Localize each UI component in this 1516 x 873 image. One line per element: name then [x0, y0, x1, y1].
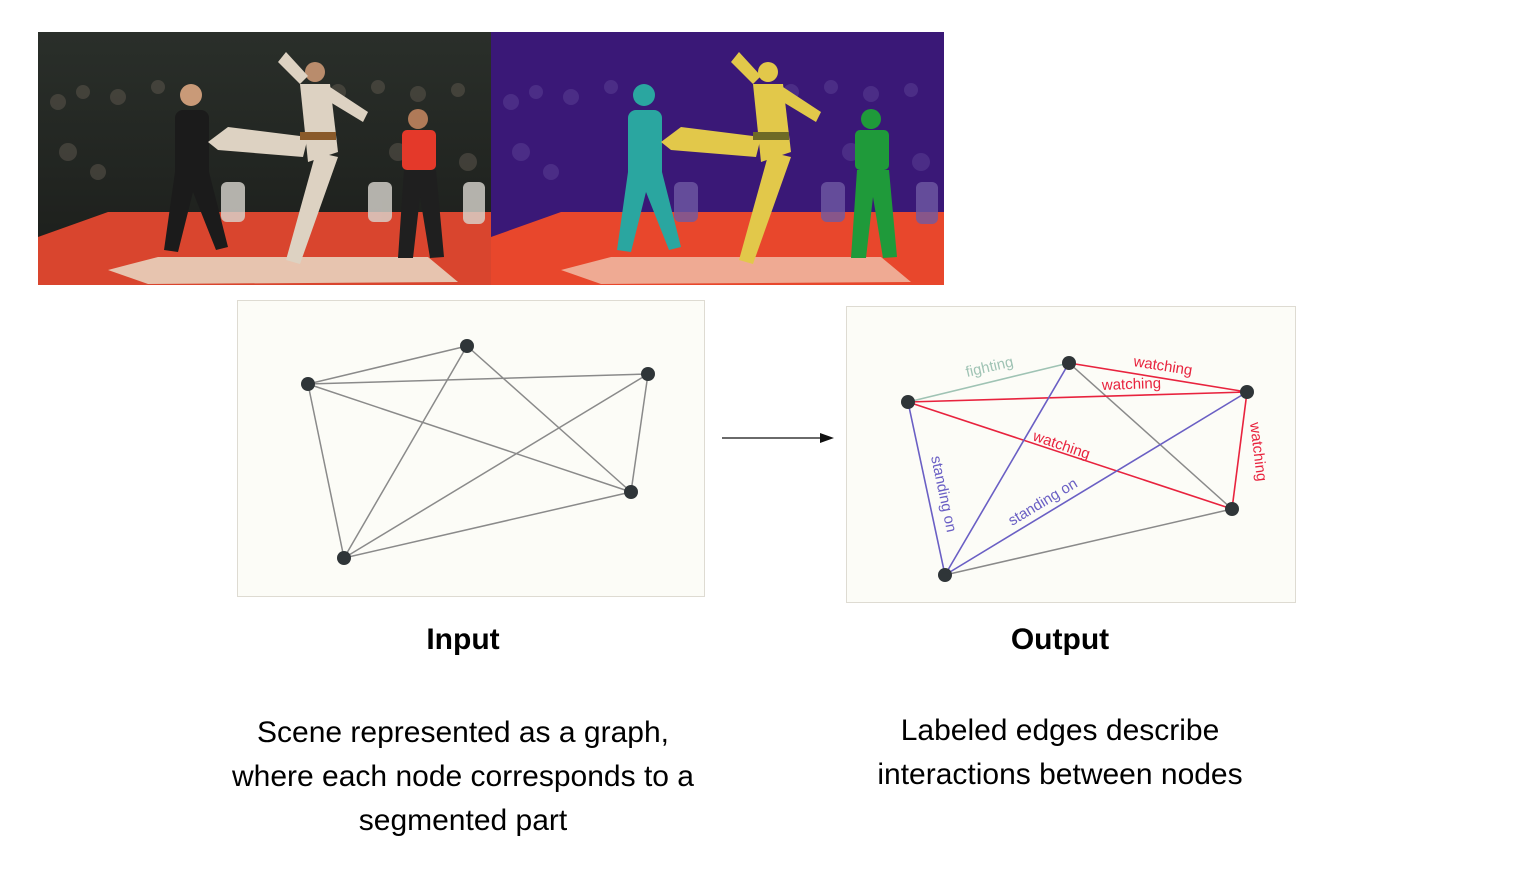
- graph-node: [1225, 502, 1239, 516]
- graph-node: [901, 395, 915, 409]
- edge-label-watching: watching: [1246, 420, 1270, 482]
- graph-edge: [307, 383, 632, 493]
- graph-edge: [343, 345, 468, 559]
- description-line: interactions between nodes: [877, 758, 1243, 791]
- segmented-scene-photo: [491, 32, 944, 285]
- description-line: segmented part: [358, 804, 568, 837]
- standing-on-edge: [944, 391, 1248, 576]
- edge-label-fighting: fighting: [964, 353, 1015, 380]
- input-graph-panel: [237, 300, 705, 597]
- graph-edge: [307, 383, 345, 559]
- graph-edge: [307, 345, 468, 385]
- output-graph-panel: fighting watching watching watching watc…: [846, 306, 1296, 603]
- graph-edge: [343, 373, 649, 559]
- input-title: Input: [426, 623, 500, 656]
- standing-on-edge: [907, 401, 946, 576]
- graph-edge: [343, 491, 632, 559]
- graph-edge: [944, 508, 1233, 576]
- right-arrow-icon: [722, 433, 834, 443]
- output-graph: fighting watching watching watching watc…: [901, 353, 1270, 582]
- output-description: Labeled edges describe interactions betw…: [800, 709, 1320, 797]
- graph-node: [1240, 385, 1254, 399]
- standing-on-edge: [944, 362, 1070, 576]
- input-graph: [301, 339, 655, 565]
- graph-node: [624, 485, 638, 499]
- output-title: Output: [1010, 623, 1110, 656]
- watching-edge: [1231, 391, 1248, 510]
- edge-label-watching: watching: [1030, 427, 1092, 463]
- edge-label-watching: watching: [1101, 375, 1162, 394]
- graph-node: [337, 551, 351, 565]
- scene-photo: [38, 32, 491, 285]
- graph-edge: [630, 373, 649, 493]
- input-description: Scene represented as a graph, where each…: [183, 711, 743, 843]
- edge-label-standing-on: standing on: [1005, 475, 1080, 530]
- graph-node: [938, 568, 952, 582]
- graph-node: [301, 377, 315, 391]
- description-line: Scene represented as a graph,: [257, 716, 669, 749]
- edge-label-standing-on: standing on: [927, 454, 960, 533]
- graph-node: [641, 367, 655, 381]
- description-line: where each node corresponds to a: [232, 760, 694, 793]
- description-line: Labeled edges describe: [900, 714, 1220, 747]
- fighting-edge: [907, 362, 1070, 403]
- graph-edge: [307, 373, 649, 385]
- watching-edge: [907, 391, 1248, 403]
- graph-edge: [1068, 362, 1233, 510]
- graph-edge: [466, 345, 632, 493]
- watching-edge: [907, 401, 1233, 510]
- graph-node: [1062, 356, 1076, 370]
- graph-node: [460, 339, 474, 353]
- watching-edge: [1068, 362, 1248, 393]
